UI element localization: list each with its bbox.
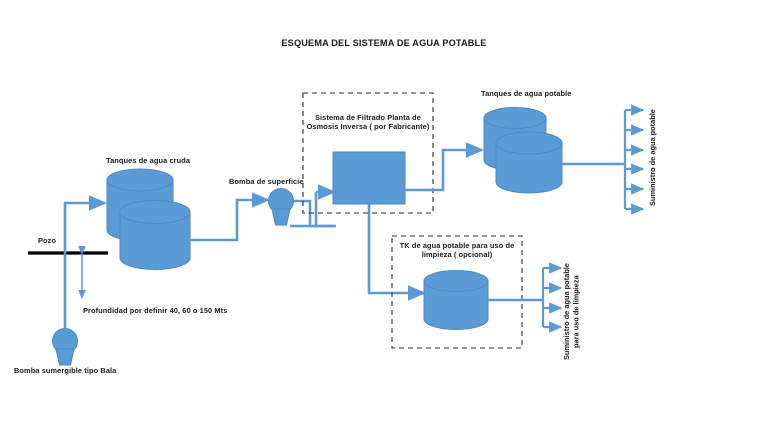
raw-tanks-to-surface-pump-line: [190, 192, 271, 242]
page-title: ESQUEMA DEL SISTEMA DE AGUA POTABLE: [281, 38, 487, 48]
pozo-label: Pozo: [38, 236, 57, 245]
filter-plant-label-line1: Sistema de Filtrado Planta de: [315, 113, 421, 122]
potable-distribution-manifold: [562, 104, 645, 215]
raw-water-tanks-label: Tanques de agua cruda: [106, 156, 191, 165]
supply-cleaning-line2: para uso de limpieza: [571, 275, 581, 349]
cleaning-water-tank: [423, 270, 489, 330]
filter-inlet-arrow: [290, 184, 337, 228]
depth-note-label: Profundidad por definir 40, 60 o 150 Mts: [83, 306, 228, 315]
surface-pump-label: Bomba de superficie: [229, 177, 304, 186]
cleaning-tank-label: TK de agua potable para uso de limpieza …: [394, 241, 520, 260]
filter-plant-label-line2: Osmosis Inversa ( por Fabricante): [306, 122, 430, 132]
raw-water-tank-front: [119, 200, 191, 270]
potable-tanks-label: Tanques de agua potable: [481, 89, 572, 98]
filter-plant-label: Sistema de Filtrado Planta de Osmosis In…: [306, 113, 430, 132]
well-riser-pipe: [63, 195, 108, 330]
filter-plant-unit: [332, 151, 406, 205]
cleaning-tank-label-line2: limpieza ( opcional): [421, 250, 493, 260]
filter-to-cleaning-tank-line: [367, 204, 427, 301]
supply-cleaning-label: Suministro de agua potable para uso de l…: [562, 258, 584, 366]
supply-potable-label: Suministro de agua potable: [648, 109, 657, 207]
cleaning-tank-label-line1: TK de agua potable para uso de: [399, 241, 515, 250]
supply-cleaning-line1: Suministro de agua potable: [562, 263, 571, 361]
submersible-pump-label: Bomba sumergible tipo Bala: [14, 366, 117, 375]
cleaning-distribution-manifold: [488, 262, 563, 333]
cleaning-tank-boundary: [391, 235, 523, 349]
submersible-pump-icon: [52, 328, 78, 366]
filter-to-potable-tanks-line: [405, 142, 485, 192]
potable-water-tank-front: [495, 131, 563, 194]
surface-pump-icon: [268, 188, 294, 226]
